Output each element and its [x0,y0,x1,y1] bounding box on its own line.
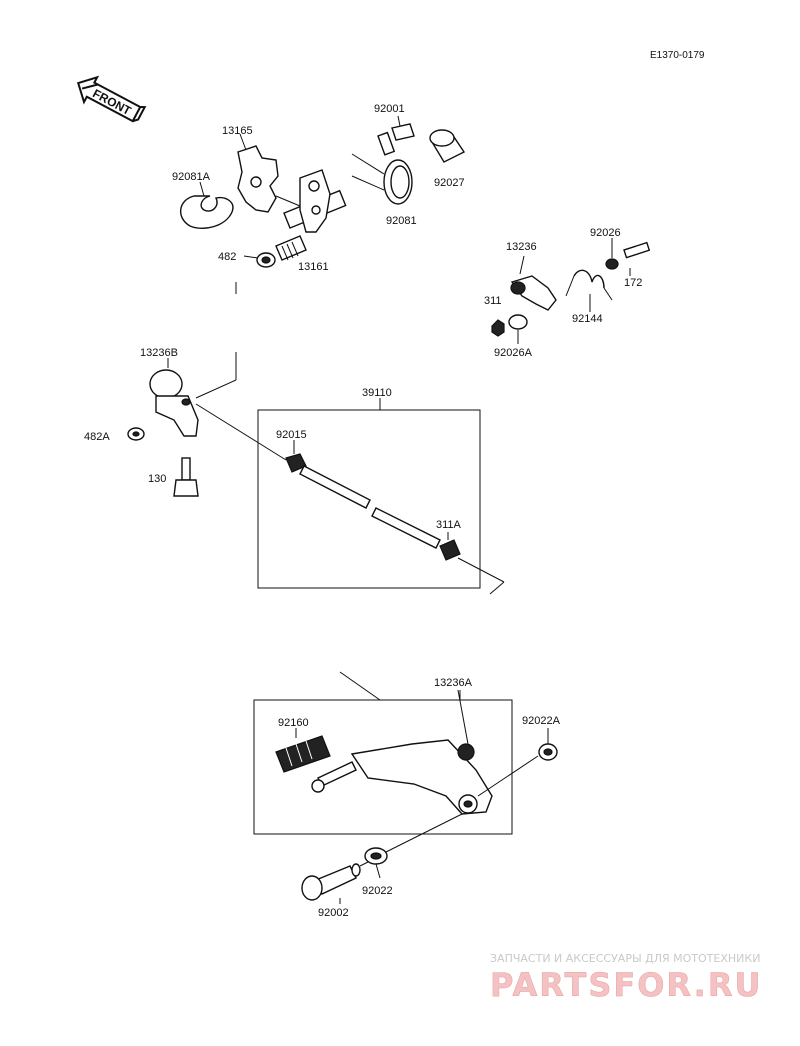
part-311-nut [491,319,505,337]
part-92160-rubber [275,735,331,773]
part-92026-washer [605,258,619,270]
label-13236A: 13236A [434,677,473,689]
part-172-pin [623,241,651,259]
front-arrow-icon: FRONT [76,75,147,123]
label-92081: 92081 [386,215,417,227]
label-92001: 92001 [374,103,405,115]
part-92022-washer [364,847,388,865]
part-92001-bolt [377,123,415,156]
label-311: 311 [484,295,502,307]
watermark-brand: PARTSFOR.RU [490,966,762,1004]
label-13236: 13236 [506,241,537,253]
label-92027: 92027 [434,177,465,189]
diagram-code: E1370-0179 [650,50,705,61]
label-92022A: 92022A [522,715,561,727]
label-92026A: 92026A [494,347,533,359]
part-92144-spring [565,269,613,301]
part-92022A-washer [538,743,558,761]
label-92015: 92015 [276,429,307,441]
label-92081A: 92081A [172,171,211,183]
part-13236-lever [510,275,557,311]
watermark-tagline: ЗАПЧАСТИ И АКСЕССУАРЫ ДЛЯ МОТОТЕХНИКИ [490,952,760,965]
label-172: 172 [624,277,642,289]
part-130-bolt [173,457,199,497]
part-92002-bolt [301,863,361,901]
part-92081-spring [351,153,413,205]
label-92022: 92022 [362,885,393,897]
part-92026A-washer [508,314,528,330]
label-13161: 13161 [298,261,329,273]
label-130: 130 [148,473,166,485]
part-92027-collar [429,129,466,163]
part-13161-shift-shaft [275,169,347,261]
part-482-washer [256,252,276,268]
part-13236A-pedal-assembly [253,671,513,835]
label-482A: 482A [84,431,110,443]
label-92144: 92144 [572,313,603,325]
label-39110: 39110 [362,387,392,399]
label-13236B: 13236B [140,347,178,359]
part-13236B-lever [149,369,199,437]
label-92002: 92002 [318,907,349,919]
label-311A: 311A [436,519,462,531]
part-39110-rod-assembly [195,398,505,595]
part-92081A-circlip [180,195,234,230]
part-13165-plate [237,145,279,213]
label-13165: 13165 [222,125,253,137]
label-92026: 92026 [590,227,621,239]
label-92160: 92160 [278,717,309,729]
part-482A-washer [127,427,145,441]
label-482: 482 [218,251,236,263]
